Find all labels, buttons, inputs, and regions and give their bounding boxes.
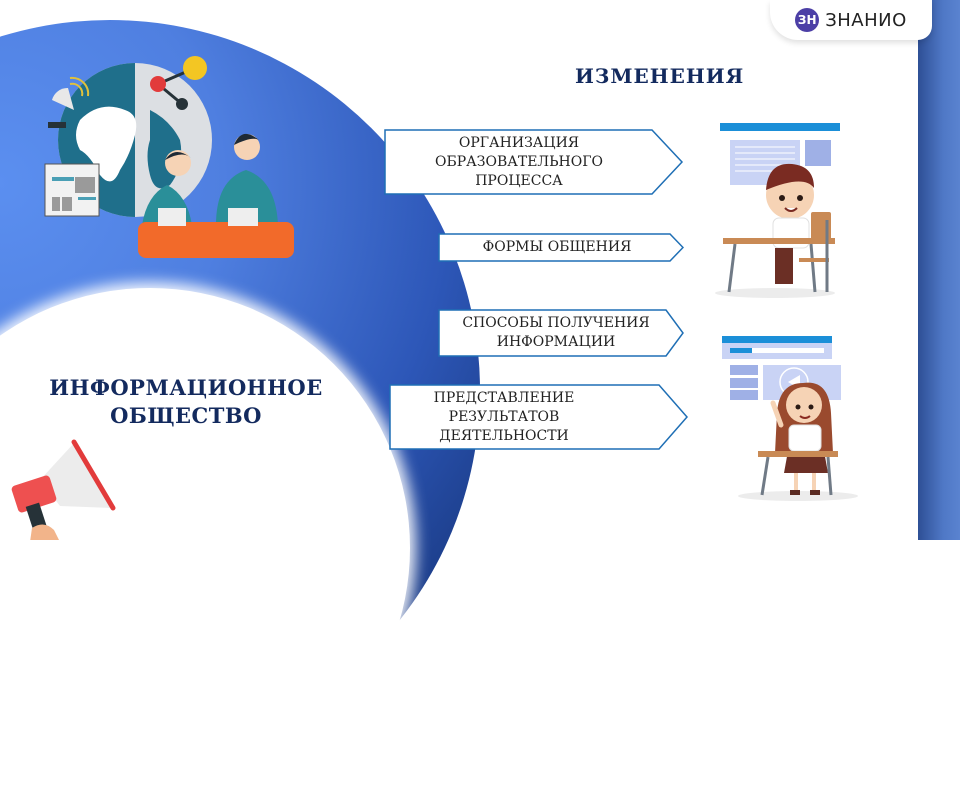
arrow-shape-icon (389, 384, 688, 450)
globe-news-anchors-illustration (44, 56, 294, 258)
brand-logo[interactable]: ЗН ЗНАНИО (770, 0, 932, 40)
arrow-label: ПРЕДСТАВЛЕНИЕ РЕЗУЛЬТАТОВ ДЕЯТЕЛЬНОСТИ (433, 389, 575, 444)
arrow-label: ФОРМЫ ОБЩЕНИЯ (482, 239, 632, 255)
main-title: ИНФОРМАЦИОННОЕ ОБЩЕСТВО (49, 375, 323, 428)
girl-at-desk-illustration (722, 336, 858, 501)
arrow-item-communication-forms[interactable]: ФОРМЫ ОБЩЕНИЯ (438, 233, 684, 262)
right-accent-strip (918, 0, 960, 540)
boy-at-desk-illustration (715, 123, 840, 298)
arrow-label: ОРГАНИЗАЦИЯ ОБРАЗОВАТЕЛЬНОГО ПРОЦЕССА (435, 134, 603, 189)
arrow-shape-icon (438, 233, 684, 262)
section-heading: ИЗМЕНЕНИЯ (575, 64, 745, 88)
arrow-label: СПОСОБЫ ПОЛУЧЕНИЯ ИНФОРМАЦИИ (462, 315, 650, 350)
logo-mark-icon: ЗН (795, 8, 820, 32)
arrow-item-information-methods[interactable]: СПОСОБЫ ПОЛУЧЕНИЯ ИНФОРМАЦИИ (438, 309, 684, 357)
megaphone-illustration (11, 439, 116, 540)
logo-text: ЗНАНИО (825, 9, 907, 31)
arrow-shape-icon (384, 129, 684, 195)
arrow-item-results-presentation[interactable]: ПРЕДСТАВЛЕНИЕ РЕЗУЛЬТАТОВ ДЕЯТЕЛЬНОСТИ (389, 384, 689, 450)
arrow-shape-icon (438, 309, 684, 357)
arrow-item-education-process[interactable]: ОРГАНИЗАЦИЯ ОБРАЗОВАТЕЛЬНОГО ПРОЦЕССА (384, 129, 684, 195)
